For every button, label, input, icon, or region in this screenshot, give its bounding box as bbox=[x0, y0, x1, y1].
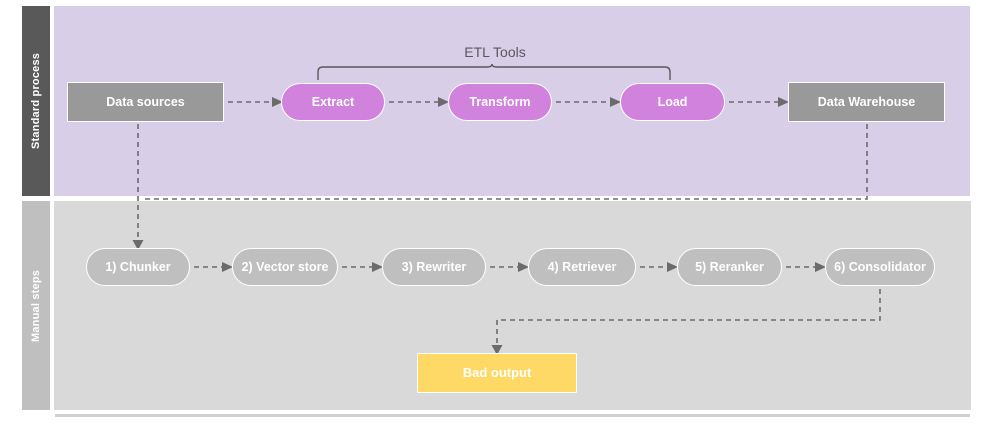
edge-consolidator-to-bad-output bbox=[491, 289, 881, 355]
node-extract[interactable]: Extract bbox=[281, 83, 385, 121]
etl-tools-label: ETL Tools bbox=[464, 44, 526, 60]
bottom-divider bbox=[55, 414, 970, 417]
etl-tools-bracket-icon bbox=[317, 64, 671, 80]
node-data-sources[interactable]: Data sources bbox=[67, 82, 224, 122]
edge-rewriter-to-retriever bbox=[490, 262, 529, 272]
node-consolidator[interactable]: 6) Consolidator bbox=[825, 248, 935, 286]
edge-data-sources-to-chunker bbox=[132, 124, 144, 250]
node-chunker[interactable]: 1) Chunker bbox=[86, 248, 190, 286]
node-transform[interactable]: Transform bbox=[448, 83, 552, 121]
node-reranker[interactable]: 5) Reranker bbox=[677, 248, 782, 286]
edge-chunker-to-vector-store bbox=[194, 262, 233, 272]
edge-transform-to-load bbox=[556, 97, 621, 107]
edge-data-warehouse-to-lane bbox=[141, 124, 868, 200]
edge-load-to-data-warehouse bbox=[729, 97, 789, 107]
edge-retriever-to-reranker bbox=[640, 262, 678, 272]
edge-extract-to-transform bbox=[389, 97, 449, 107]
node-bad-output[interactable]: Bad output bbox=[417, 353, 577, 393]
edge-vector-store-to-rewriter bbox=[342, 262, 383, 272]
node-retriever[interactable]: 4) Retriever bbox=[528, 248, 636, 286]
edge-data-sources-to-extract bbox=[228, 97, 283, 107]
node-rewriter[interactable]: 3) Rewriter bbox=[382, 248, 486, 286]
node-load[interactable]: Load bbox=[620, 83, 725, 121]
edge-reranker-to-consolidator bbox=[786, 262, 826, 272]
node-data-warehouse[interactable]: Data Warehouse bbox=[788, 82, 945, 122]
node-vector-store[interactable]: 2) Vector store bbox=[232, 248, 338, 286]
